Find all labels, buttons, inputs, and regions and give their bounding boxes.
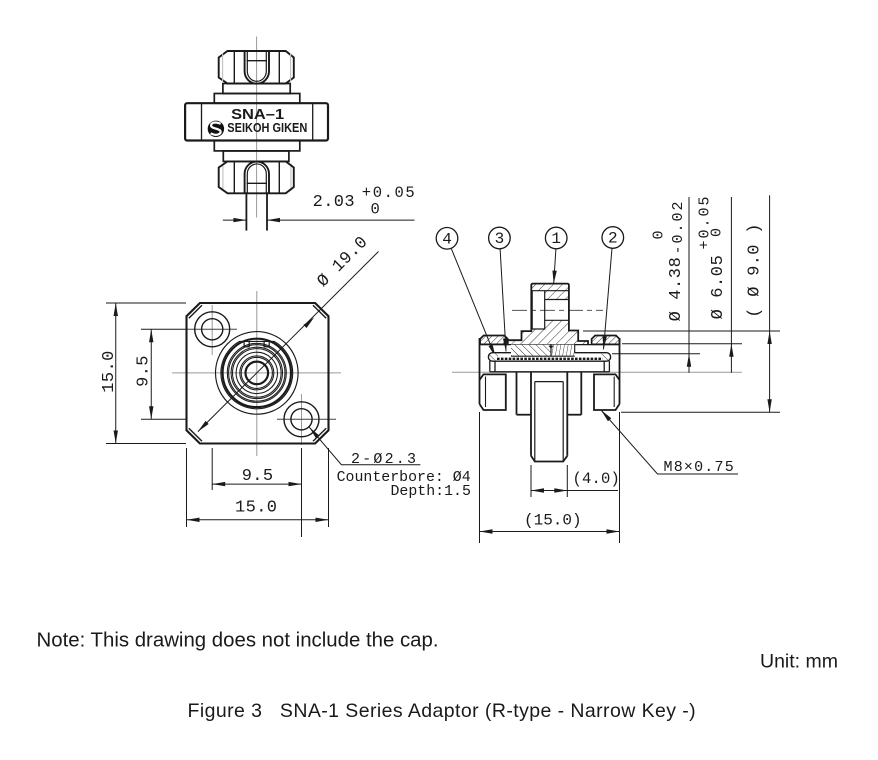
- svg-text:+0.05: +0.05: [362, 184, 417, 202]
- svg-text:M8×0.75: M8×0.75: [664, 459, 735, 476]
- svg-text:2.03: 2.03: [313, 193, 355, 212]
- svg-text:Ø 4.38: Ø 4.38: [667, 257, 686, 322]
- svg-text:+0.05: +0.05: [697, 194, 714, 249]
- svg-text:SNA–1: SNA–1: [231, 106, 285, 123]
- svg-text:15.0: 15.0: [100, 350, 119, 392]
- svg-text:15.0: 15.0: [235, 498, 277, 517]
- svg-text:0: 0: [371, 201, 382, 219]
- svg-text:Ø 6.05: Ø 6.05: [709, 255, 728, 320]
- svg-text:Figure 3 SNA-1 Series Adapto: Figure 3 SNA-1 Series Adaptor (R-type - …: [188, 700, 697, 722]
- svg-text:1: 1: [551, 230, 561, 248]
- svg-text:-0.02: -0.02: [670, 199, 687, 254]
- svg-text:0: 0: [709, 226, 726, 237]
- svg-text:4: 4: [442, 231, 452, 249]
- svg-text:3: 3: [495, 230, 505, 248]
- svg-text:9.5: 9.5: [242, 467, 274, 486]
- svg-text:(15.0): (15.0): [524, 512, 582, 530]
- svg-text:( Ø 9.0 ): ( Ø 9.0 ): [746, 223, 765, 318]
- svg-text:2: 2: [608, 230, 618, 248]
- svg-text:Counterbore: Ø4: Counterbore: Ø4: [337, 470, 471, 486]
- svg-text:2-Ø2.3: 2-Ø2.3: [351, 451, 418, 468]
- svg-text:Note: This drawing does not in: Note: This drawing does not include the …: [37, 630, 439, 652]
- svg-text:SEIKOH GIKEN: SEIKOH GIKEN: [227, 120, 307, 135]
- svg-text:0: 0: [651, 228, 668, 239]
- svg-text:Depth:1.5: Depth:1.5: [391, 484, 471, 500]
- svg-text:(4.0): (4.0): [573, 470, 621, 488]
- svg-text:Unit: mm: Unit: mm: [760, 651, 838, 673]
- svg-text:9.5: 9.5: [135, 355, 154, 387]
